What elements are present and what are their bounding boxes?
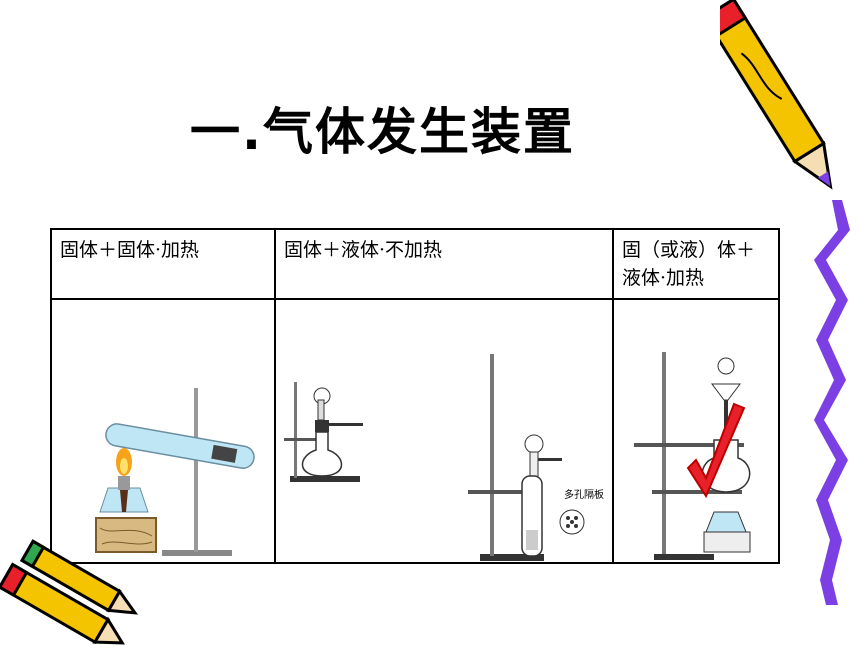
header-solid-solid-heat: 固体＋固体·加热 bbox=[50, 228, 276, 300]
apparatus-funnel-flask-heat bbox=[612, 298, 780, 564]
ribbon-icon bbox=[814, 200, 850, 605]
header-solid-liquid-heat: 固（或液）体＋液体·加热 bbox=[612, 228, 780, 300]
check-mark-icon bbox=[686, 402, 746, 499]
header-solid-liquid-noheat: 固体＋液体·不加热 bbox=[274, 228, 614, 300]
page-title: 一.气体发生装置 bbox=[190, 103, 575, 161]
apparatus-heating-test-tube bbox=[50, 298, 276, 564]
apparatus-flask-and-tube: 多孔隔板 bbox=[274, 298, 614, 564]
annotation-porous-plate: 多孔隔板 bbox=[564, 488, 604, 501]
pencil-icon bbox=[0, 539, 139, 645]
apparatus-table: 固体＋固体·加热 固体＋液体·不加热 固（或液）体＋液体·加热 bbox=[50, 228, 780, 564]
pencil-icon bbox=[720, 0, 833, 190]
